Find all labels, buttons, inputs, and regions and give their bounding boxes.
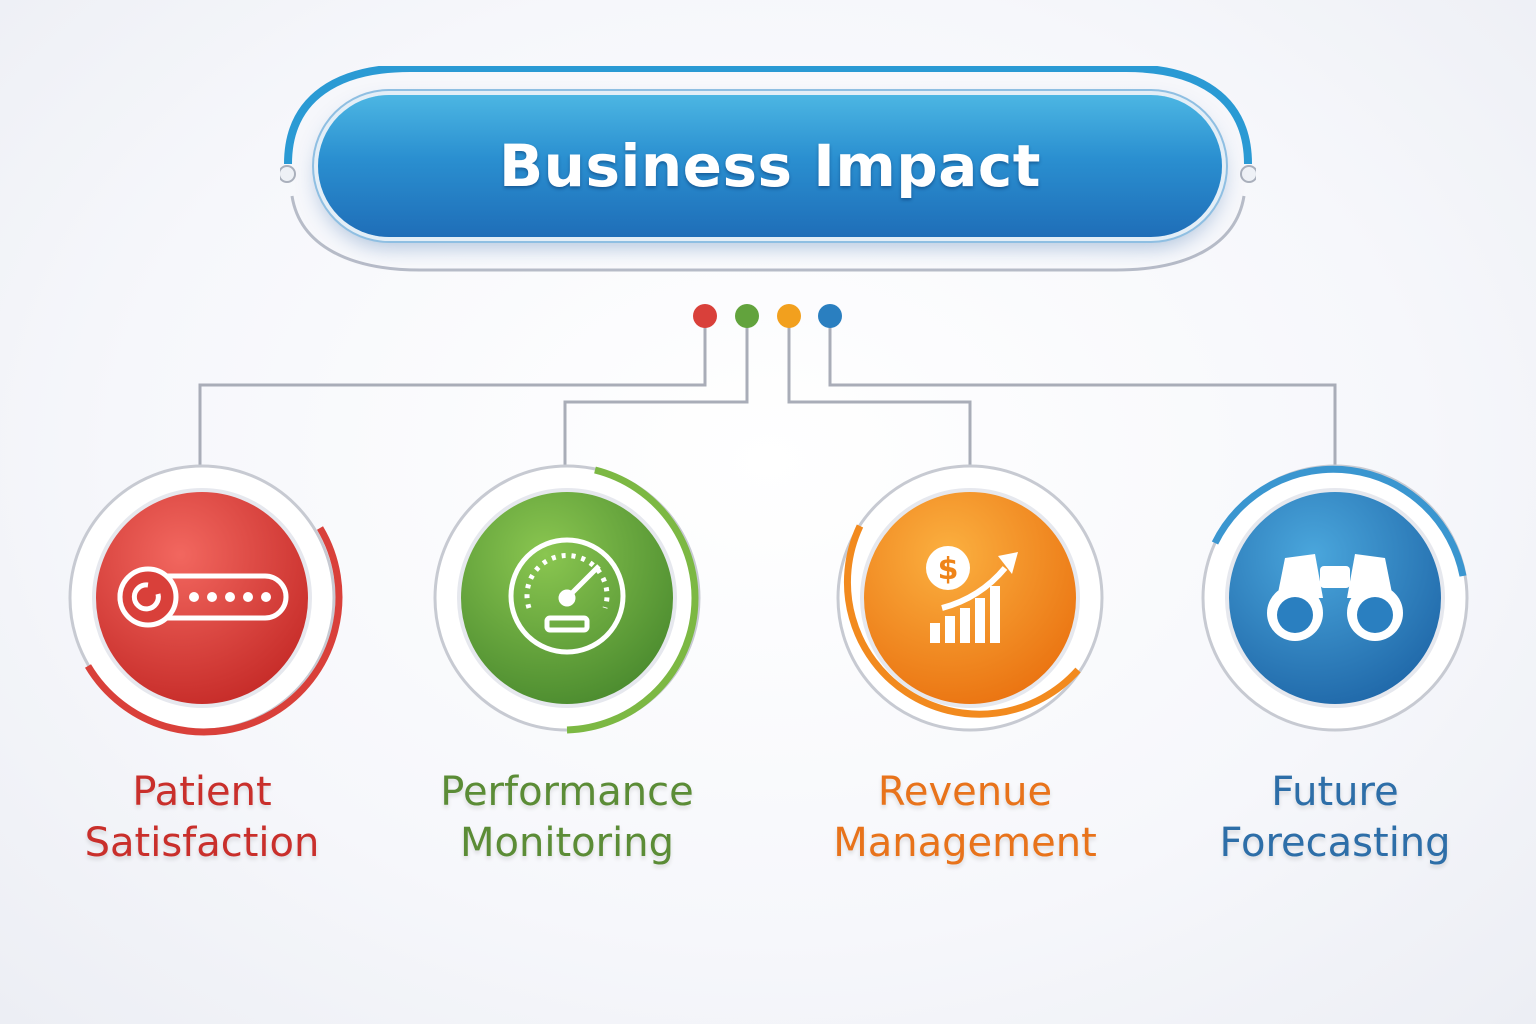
label-line2: Forecasting	[1219, 820, 1451, 866]
dot-orange	[777, 304, 801, 328]
future-forecasting-badge	[1185, 448, 1485, 748]
connector-orange	[787, 318, 972, 472]
label-performance-monitoring: Performance Monitoring	[387, 767, 747, 869]
speedometer-gauge-icon	[508, 537, 626, 655]
connector-blue	[828, 318, 1337, 472]
dot-red	[693, 304, 717, 328]
title-banner: Business Impact	[318, 95, 1222, 237]
label-line2: Monitoring	[460, 820, 674, 866]
dot-blue	[818, 304, 842, 328]
revenue-management-badge: $	[820, 448, 1120, 748]
label-line2: Management	[833, 820, 1097, 866]
label-patient-satisfaction: Patient Satisfaction	[22, 767, 382, 869]
label-line1: Future	[1271, 769, 1399, 815]
connector-green	[563, 318, 749, 472]
connector-red	[198, 318, 707, 472]
dollar-growth-chart-icon: $	[926, 546, 1018, 643]
patient-satisfaction-badge	[52, 448, 352, 748]
label-future-forecasting: Future Forecasting	[1155, 767, 1515, 869]
label-line1: Performance	[440, 769, 694, 815]
performance-monitoring-badge	[417, 448, 717, 748]
title-text: Business Impact	[498, 132, 1042, 200]
label-line1: Revenue	[877, 769, 1053, 815]
label-line1: Patient	[132, 769, 272, 815]
dot-green	[735, 304, 759, 328]
svg-text:$: $	[938, 552, 959, 587]
binoculars-icon	[1267, 554, 1403, 641]
password-field-icon	[117, 566, 289, 628]
label-revenue-management: Revenue Management	[785, 767, 1145, 869]
label-line2: Satisfaction	[84, 820, 320, 866]
title-frame	[280, 66, 1256, 272]
